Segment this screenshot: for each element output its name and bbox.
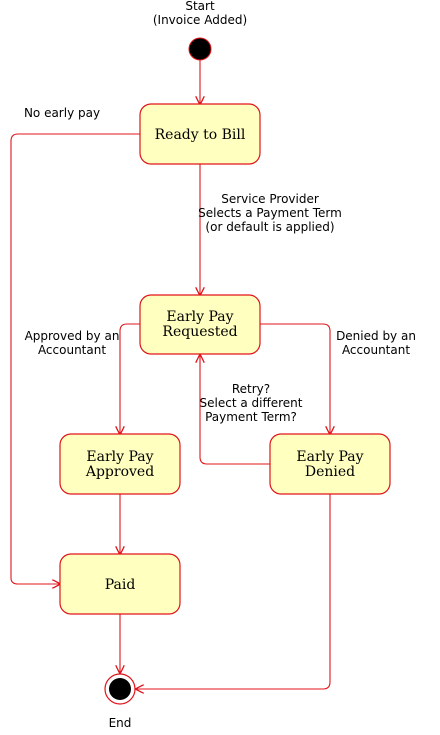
edge-denied-to-end <box>136 494 331 689</box>
label-select-term-line2: Selects a Payment Term <box>198 206 342 220</box>
start-label: Start <box>185 0 215 13</box>
start-sublabel: (Invoice Added) <box>153 13 247 27</box>
end-label: End <box>109 716 132 730</box>
state-early-pay-requested: Early Pay Requested <box>139 294 261 355</box>
label-select-term-line1: Service Provider <box>221 192 319 206</box>
label-retry-line1: Retry? <box>232 382 270 396</box>
state-early-pay-denied: Early Pay Denied <box>269 433 391 495</box>
state-paid-label: Paid <box>105 577 136 593</box>
label-denied-by-line1: Denied by an <box>336 329 416 343</box>
state-approved-line1: Early Pay <box>86 449 153 465</box>
end-node-dot <box>109 678 131 700</box>
label-approved-by-line2: Accountant <box>38 343 106 357</box>
label-approved-by-line1: Approved by an <box>25 329 120 343</box>
state-ready-label: Ready to Bill <box>155 127 246 143</box>
label-denied-by-line2: Accountant <box>342 343 410 357</box>
state-requested-line1: Early Pay <box>166 309 233 325</box>
start-node <box>188 37 212 61</box>
label-retry-line2: Select a different <box>200 396 303 410</box>
edge-ready-to-paid <box>10 133 140 584</box>
state-paid: Paid <box>59 553 181 615</box>
label-select-term-line3: (or default is applied) <box>205 220 334 234</box>
state-denied-line2: Denied <box>305 464 355 480</box>
state-ready-to-bill: Ready to Bill <box>139 103 261 165</box>
state-requested-line2: Requested <box>162 324 237 340</box>
edge-requested-to-approved <box>120 323 140 434</box>
edge-requested-to-denied <box>260 323 330 434</box>
edge-denied-to-requested <box>200 355 270 465</box>
state-approved-line2: Approved <box>85 464 154 480</box>
label-retry-line3: Payment Term? <box>205 410 297 424</box>
state-early-pay-approved: Early Pay Approved <box>59 433 181 495</box>
state-denied-line1: Early Pay <box>296 449 363 465</box>
label-no-early-pay: No early pay <box>24 106 100 120</box>
